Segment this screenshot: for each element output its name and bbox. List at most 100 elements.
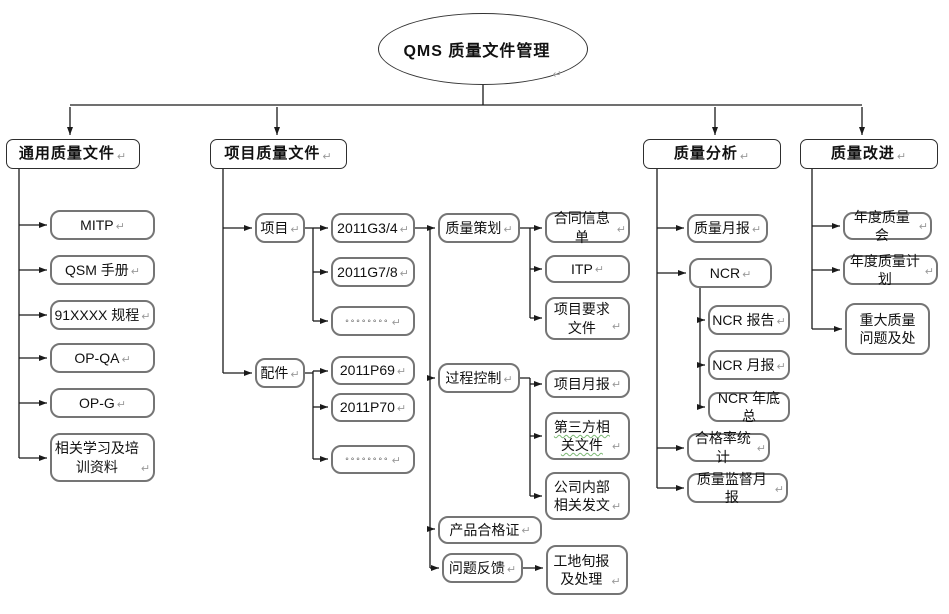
- node-project-more-dots: ◦◦◦◦◦◦◦◦↵: [331, 306, 415, 336]
- return-mark: ↵: [521, 524, 531, 537]
- return-mark: ↵: [742, 268, 752, 281]
- return-mark: ↵: [391, 316, 401, 329]
- node-label: 重大质量 问题及处: [859, 311, 916, 346]
- node-label: 2011P70: [339, 399, 395, 416]
- node-label: 合同信息单: [553, 210, 610, 245]
- node-label: 2011G7/8: [337, 263, 398, 280]
- node-site-report-handling: 工地旬报 及处理↵: [546, 545, 628, 595]
- node-2011p69: 2011P69↵: [331, 356, 415, 385]
- node-ncr: NCR↵: [689, 258, 772, 288]
- node-label: 工地旬报 及处理: [553, 552, 610, 587]
- node-op-g: OP-G↵: [50, 388, 155, 418]
- node-training-materials: 相关学习及培 训资料↵: [50, 433, 155, 482]
- return-mark: ↵: [776, 315, 786, 328]
- node-project-monthly-report: 项目月报↵: [545, 370, 630, 398]
- node-internal-dispatch-docs: 公司内部 相关发文↵: [545, 472, 630, 520]
- return-mark: ↵: [130, 265, 140, 278]
- node-contract-info-sheet: 合同信息单 ↵: [545, 210, 630, 245]
- node-label: 项目: [260, 219, 289, 236]
- node-process-control: 过程控制↵: [438, 363, 520, 393]
- node-project-requirement-docs: 项目要求 文件↵: [545, 297, 630, 340]
- node-label: 第三方相 关文件: [553, 418, 610, 453]
- node-issue-feedback: 问题反馈↵: [442, 553, 523, 583]
- node-parts-group: 配件↵: [255, 358, 305, 388]
- return-mark: ↵: [611, 575, 621, 588]
- return-mark: ↵: [399, 223, 409, 236]
- return-mark: ↵: [751, 223, 762, 236]
- node-label: 项目月报: [553, 375, 610, 392]
- node-label: 项目质量文件: [224, 145, 321, 163]
- node-quality-analysis: 质量分析↵: [643, 139, 781, 169]
- return-mark: ↵: [616, 223, 626, 236]
- return-mark: ↵: [503, 373, 513, 386]
- node-label: QSM 手册: [65, 261, 129, 278]
- return-mark: ↵: [322, 150, 333, 163]
- node-91xxxx-regulation: 91XXXX 规程↵: [50, 300, 155, 330]
- node-quality-planning: 质量策划↵: [438, 213, 520, 243]
- node-2011g78: 2011G7/8↵: [331, 257, 415, 287]
- return-mark: ↵: [918, 220, 928, 233]
- node-label: 质量监督月报: [696, 470, 767, 505]
- return-mark: ↵: [594, 263, 604, 276]
- node-pass-rate-statistics: 合格率统计↵: [687, 430, 770, 465]
- node-project-group: 项目↵: [255, 213, 305, 243]
- node-label: 质量策划: [445, 219, 502, 236]
- node-label: 产品合格证: [449, 521, 520, 538]
- return-mark: ↵: [506, 563, 517, 576]
- return-mark: ↵: [503, 223, 513, 236]
- return-mark: ↵: [739, 150, 751, 163]
- root-node-qms: QMS 质量文件管理↵: [378, 13, 588, 85]
- return-mark: ↵: [116, 150, 128, 163]
- node-label: 年度质量会: [853, 208, 910, 243]
- node-parts-more-dots: ◦◦◦◦◦◦◦◦↵: [331, 445, 415, 474]
- return-mark: ↵: [396, 365, 407, 378]
- node-product-certificate: 产品合格证↵: [438, 516, 542, 544]
- node-qsm-manual: QSM 手册↵: [50, 255, 155, 285]
- return-mark: ↵: [399, 267, 409, 280]
- node-label: MITP: [80, 216, 114, 233]
- node-label: NCR 报告: [712, 311, 775, 328]
- return-mark: ↵: [396, 402, 407, 415]
- return-mark: ↵: [116, 398, 126, 411]
- node-label: 相关学习及培 训资料: [54, 440, 139, 475]
- node-ncr-monthly: NCR 月报↵: [708, 350, 790, 380]
- return-mark: ↵: [391, 454, 401, 467]
- node-label: 2011G3/4: [337, 219, 398, 236]
- node-label: 91XXXX 规程: [54, 306, 140, 323]
- return-mark: ↵: [141, 310, 151, 323]
- node-op-qa: OP-QA↵: [50, 343, 155, 373]
- node-quality-monthly-report: 质量月报↵: [687, 214, 768, 243]
- node-label: OP-QA: [74, 349, 120, 366]
- return-mark: ↵: [115, 220, 125, 233]
- node-itp: ITP↵: [545, 255, 630, 283]
- return-mark: ↵: [611, 378, 622, 391]
- return-mark: ↵: [290, 368, 300, 381]
- node-annual-quality-plan: 年度质量计划 ↵: [843, 252, 938, 287]
- node-label: NCR 年底总: [717, 389, 781, 424]
- node-label: 质量月报: [693, 220, 750, 237]
- return-mark: ↵: [776, 360, 786, 373]
- node-ncr-annual-summary: NCR 年底总: [708, 389, 790, 424]
- node-third-party-docs: 第三方相 关文件↵: [545, 412, 630, 460]
- node-quality-supervision-monthly: 质量监督月报 ↵: [687, 470, 788, 505]
- node-label: 质量分析: [673, 145, 738, 163]
- node-ncr-report: NCR 报告↵: [708, 305, 790, 335]
- node-general-quality-docs: 通用质量文件↵: [6, 139, 140, 169]
- return-mark: ↵: [611, 440, 622, 453]
- return-mark: ↵: [924, 265, 934, 278]
- node-label: NCR: [709, 264, 741, 281]
- node-label: ITP: [571, 260, 593, 277]
- node-2011g34: 2011G3/4↵: [331, 213, 415, 243]
- node-label: OP-G: [79, 394, 115, 411]
- return-mark: ↵: [552, 69, 563, 81]
- node-label: 通用质量文件: [18, 145, 115, 163]
- node-label: 项目要求 文件: [553, 301, 610, 336]
- return-mark: ↵: [896, 150, 908, 163]
- node-label: 年度质量计划: [849, 252, 920, 287]
- return-mark: ↵: [774, 483, 784, 496]
- node-label: 合格率统计: [694, 430, 751, 465]
- node-label: 过程控制: [445, 369, 502, 386]
- node-project-quality-docs: 项目质量文件↵: [210, 139, 347, 169]
- root-label: QMS 质量文件管理: [403, 43, 551, 60]
